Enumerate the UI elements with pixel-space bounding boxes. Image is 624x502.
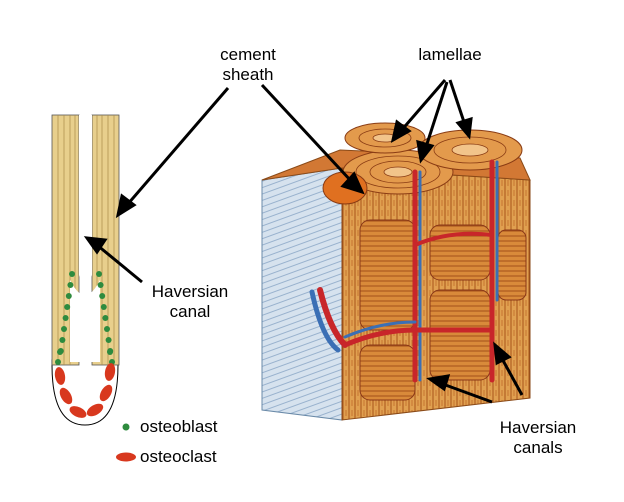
- legend-osteoblast: osteoblast: [140, 417, 218, 436]
- osteoblast-cell: [105, 337, 112, 343]
- osteoblast-dot-icon: [122, 423, 130, 431]
- osteoblast-cell: [61, 326, 67, 332]
- osteoblast-cell: [57, 349, 63, 355]
- label-lamellae: lamellae: [418, 45, 482, 64]
- osteoclast-layer: [54, 363, 116, 418]
- vein: [343, 320, 417, 339]
- osteoblast-cell: [55, 359, 61, 365]
- blood-vessels: [309, 159, 499, 383]
- osteoblast-cell: [65, 293, 72, 299]
- arrow-haversian-canals-2: [498, 354, 524, 396]
- vein: [309, 289, 341, 353]
- arrow-lamellae-1: [398, 79, 447, 133]
- periosteum-face: [261, 167, 343, 421]
- pointer-arrows: [83, 79, 524, 404]
- osteoblast-cell: [107, 349, 113, 355]
- osteoblast-cell: [96, 271, 102, 277]
- osteoblast-cell: [100, 304, 107, 310]
- osteoblast-cell: [67, 282, 74, 288]
- osteoclast-cell: [59, 387, 73, 405]
- osteoblast-cell: [62, 315, 69, 321]
- artery: [342, 327, 495, 348]
- arrow-cement-sheath-right: [260, 83, 354, 184]
- osteoclast-cell: [69, 406, 87, 418]
- arrow-haversian-canals-1: [439, 381, 493, 404]
- artery: [413, 231, 494, 247]
- osteoclast-cell: [104, 363, 116, 381]
- haversian-canal-cross-section: [51, 114, 120, 426]
- osteoclast-cell: [99, 384, 113, 402]
- legend-osteoclast: osteoclast: [140, 447, 217, 466]
- osteoblast-cell: [59, 337, 66, 343]
- label-haversian-canals: Haversian canals: [499, 418, 577, 457]
- osteoblast-cell: [102, 315, 109, 321]
- arrow-lamellae-3: [448, 79, 467, 126]
- osteoblast-cell: [64, 304, 71, 310]
- label-cement-sheath: cement sheath: [220, 45, 276, 84]
- osteoblast-cell: [69, 271, 75, 277]
- osteoclast-cell: [86, 403, 104, 417]
- artery: [317, 287, 348, 348]
- arrow-cement-sheath-left: [125, 87, 230, 206]
- osteoclast-oval-icon: [116, 452, 136, 462]
- label-haversian-canal: Haversian canal: [151, 282, 229, 321]
- osteoclast-cell: [54, 367, 66, 385]
- arrow-lamellae-2: [423, 81, 449, 151]
- osteoblast-cell: [99, 293, 106, 299]
- osteon-block: [261, 122, 531, 421]
- osteoblast-layer: [55, 271, 115, 365]
- arrow-haversian-canal: [96, 243, 143, 284]
- osteoblast-cell: [104, 326, 110, 332]
- canal-lumen: [79, 115, 92, 288]
- osteoblast-cell: [97, 282, 104, 288]
